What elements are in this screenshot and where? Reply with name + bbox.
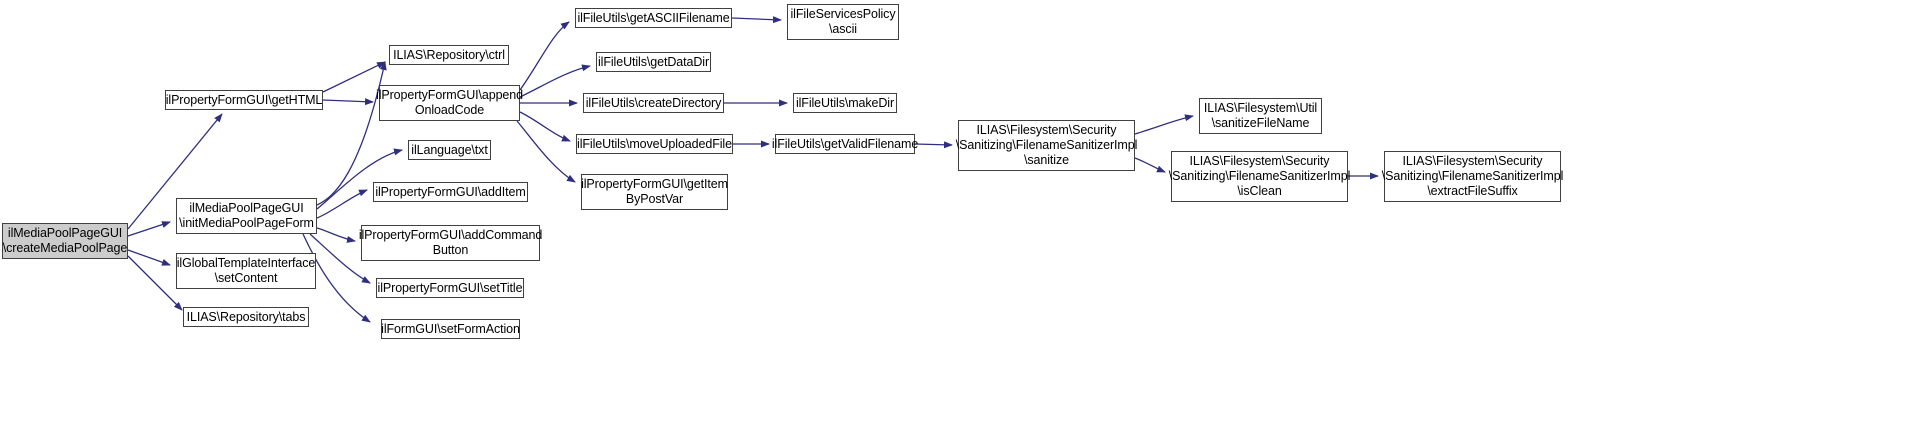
graph-node-n3[interactable]: ilGlobalTemplateInterface \setContent xyxy=(176,253,316,289)
graph-node-n5[interactable]: ILIAS\Repository\ctrl xyxy=(389,45,509,65)
graph-edge-n6-to-n15 xyxy=(519,111,571,142)
graph-node-n13[interactable]: ilFileUtils\getDataDir xyxy=(596,52,711,72)
graph-edge-n2-to-n11 xyxy=(302,233,371,323)
graph-edge-n0-to-n2 xyxy=(127,221,171,237)
graph-node-n12[interactable]: ilFileUtils\getASCIIFilename xyxy=(575,8,732,28)
graph-edge-n20-to-n21 xyxy=(1134,114,1194,135)
graph-edge-n2-to-n10 xyxy=(309,233,371,284)
graph-node-n15[interactable]: ilFileUtils\moveUploadedFile xyxy=(576,134,733,154)
graph-node-n8[interactable]: ilPropertyFormGUI\addItem xyxy=(373,182,528,202)
graph-edge-n6-to-n13 xyxy=(519,64,591,98)
graph-node-n6[interactable]: ilPropertyFormGUI\append OnloadCode xyxy=(376,85,523,121)
graph-edge-n0-to-n3 xyxy=(127,249,171,266)
graph-node-n2[interactable]: ilMediaPoolPageGUI \initMediaPoolPageFor… xyxy=(176,198,317,234)
graph-edge-n12-to-n17 xyxy=(731,16,782,24)
graph-node-n20[interactable]: ILIAS\Filesystem\Security \Sanitizing\Fi… xyxy=(956,120,1137,171)
graph-node-n18[interactable]: ilFileUtils\makeDir xyxy=(793,93,897,113)
graph-node-n23[interactable]: ILIAS\Filesystem\Security \Sanitizing\Fi… xyxy=(1382,151,1563,202)
graph-edge-n0-to-n1 xyxy=(127,113,223,230)
graph-node-n4[interactable]: ILIAS\Repository\tabs xyxy=(183,307,309,327)
graph-node-n19[interactable]: ilFileUtils\getValidFilename xyxy=(772,134,918,154)
graph-edge-n2-to-n5 xyxy=(316,61,387,206)
graph-node-n14[interactable]: ilFileUtils\createDirectory xyxy=(583,93,724,113)
graph-edge-n1-to-n5 xyxy=(322,61,386,93)
graph-edge-n6-to-n12 xyxy=(519,21,570,91)
graph-edge-n0-to-n4 xyxy=(127,255,183,311)
graph-edge-n20-to-n22 xyxy=(1134,157,1166,173)
graph-node-n16[interactable]: ilPropertyFormGUI\getItem ByPostVar xyxy=(581,174,728,210)
graph-node-n10[interactable]: ilPropertyFormGUI\setTitle xyxy=(376,278,524,298)
graph-node-n22[interactable]: ILIAS\Filesystem\Security \Sanitizing\Fi… xyxy=(1169,151,1350,202)
graph-edge-n2-to-n8 xyxy=(316,189,368,219)
graph-edge-n6-to-n16 xyxy=(516,120,576,183)
graph-edge-n2-to-n9 xyxy=(316,227,356,243)
graph-node-n1[interactable]: ilPropertyFormGUI\getHTML xyxy=(165,90,323,110)
graph-node-n11[interactable]: ilFormGUI\setFormAction xyxy=(381,319,520,339)
graph-node-n17[interactable]: ilFileServicesPolicy \ascii xyxy=(787,4,899,40)
graph-node-n21[interactable]: ILIAS\Filesystem\Util \sanitizeFileName xyxy=(1199,98,1322,134)
graph-edge-n19-to-n20 xyxy=(914,141,953,149)
graph-edge-n2-to-n7 xyxy=(316,148,403,210)
graph-node-n0[interactable]: ilMediaPoolPageGUI \createMediaPoolPage xyxy=(2,223,128,259)
graph-edge-n1-to-n6 xyxy=(322,98,374,106)
graph-node-n9[interactable]: ilPropertyFormGUI\addCommand Button xyxy=(359,225,542,261)
graph-node-n7[interactable]: ilLanguage\txt xyxy=(408,140,491,160)
